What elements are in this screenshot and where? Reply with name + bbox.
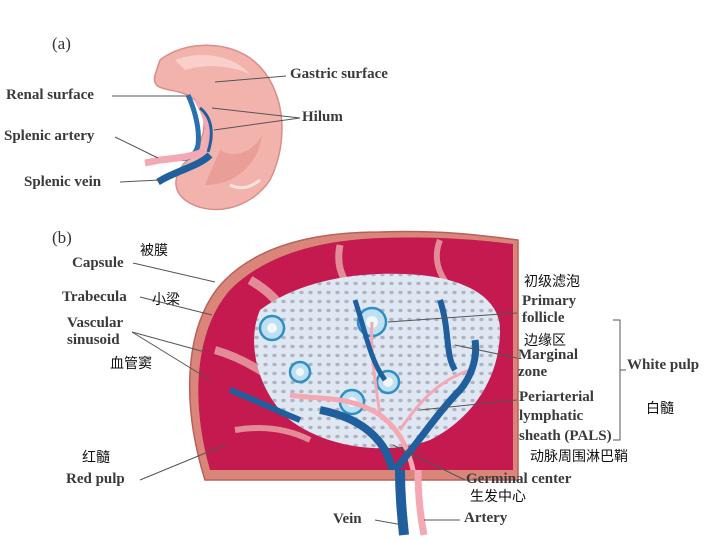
label-marginal: Marginal — [518, 347, 578, 363]
cn-label-germinal-center: 生发中心 — [470, 489, 526, 505]
label-red-pulp: Red pulp — [66, 471, 125, 487]
label-vascular: Vascular — [67, 315, 124, 331]
label-primary: Primary — [522, 293, 577, 309]
label-hilum: Hilum — [302, 109, 343, 125]
panel-b-tag: (b) — [52, 228, 72, 247]
label-gastric-surface: Gastric surface — [290, 66, 388, 82]
cn-label-pals: 动脉周围淋巴鞘 — [530, 449, 628, 465]
label-vein: Vein — [333, 511, 362, 527]
spleen-cross-section — [188, 230, 519, 536]
panel-a-leaders — [112, 75, 301, 183]
label-zone: zone — [518, 364, 548, 380]
panel-a-tag: (a) — [52, 34, 71, 53]
label-artery: Artery — [464, 510, 508, 526]
label-splenic-vein: Splenic vein — [24, 174, 102, 190]
cn-label-primary-follicle: 初级滤泡 — [524, 274, 580, 290]
cn-label-red-pulp: 红髓 — [82, 450, 110, 466]
spleen-external-view — [144, 44, 283, 211]
label-white-pulp: White pulp — [627, 357, 700, 373]
cn-label-marginal-zone: 边缘区 — [524, 333, 566, 349]
label-trabecula: Trabecula — [62, 289, 127, 305]
label-germinal-center: Germinal center — [466, 471, 572, 487]
label-renal-surface: Renal surface — [6, 87, 94, 103]
cn-label-capsule: 被膜 — [140, 243, 168, 259]
label-sheath-pals: sheath (PALS) — [519, 428, 612, 444]
label-splenic-artery: Splenic artery — [4, 128, 95, 144]
label-periarterial: Periarterial — [519, 389, 594, 405]
panel-b-leaders — [131, 262, 518, 526]
label-lymphatic: lymphatic — [519, 408, 584, 424]
cn-label-trabecula: 小梁 — [152, 292, 180, 308]
cn-label-white-pulp: 白髓 — [646, 401, 674, 417]
label-capsule: Capsule — [72, 255, 124, 271]
label-sinusoid: sinusoid — [67, 332, 120, 348]
white-pulp-bracket — [613, 319, 626, 441]
label-follicle: follicle — [522, 310, 565, 326]
cn-label-sinusoid: 血管窦 — [110, 356, 152, 372]
